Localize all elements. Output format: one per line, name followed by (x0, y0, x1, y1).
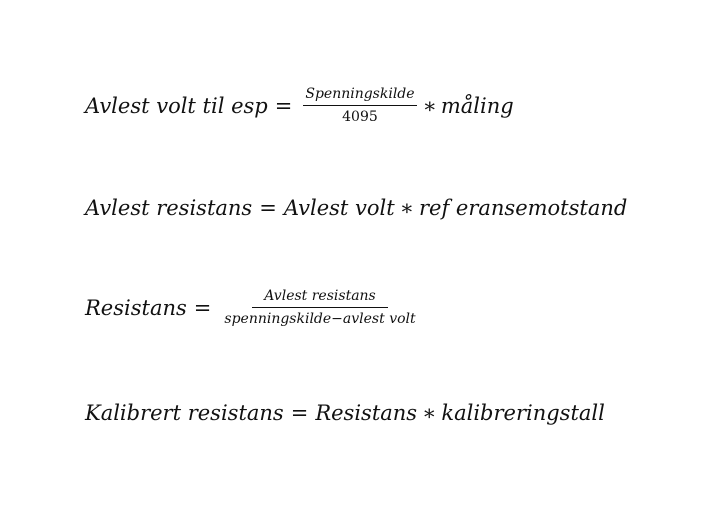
eq4-multiply: ∗ (422, 401, 437, 425)
eq4-equals: = (290, 401, 309, 425)
eq1-fraction: Spenningskilde 4095 (303, 86, 417, 125)
eq3-numerator: Avlest resistans (252, 288, 388, 308)
eq1-lhs: Avlest volt til esp (85, 93, 268, 118)
eq1-multiply: ∗ (422, 93, 437, 118)
eq3-fraction: Avlest resistans spenningskilde−avlest v… (222, 288, 417, 327)
equation-volt-to-esp: Avlest volt til esp = Spenningskilde 409… (85, 86, 514, 125)
equation-calibrated-resistance: Kalibrert resistans = Resistans ∗ kalibr… (85, 401, 605, 425)
eq2-rhs-a: Avlest volt (283, 196, 395, 220)
eq2-lhs: Avlest resistans (85, 196, 253, 220)
eq3-denominator: spenningskilde−avlest volt (224, 311, 416, 327)
eq4-rhs-a: Resistans (315, 401, 418, 425)
eq1-numerator: Spenningskilde (303, 86, 417, 106)
eq2-multiply: ∗ (399, 196, 414, 220)
eq3-equals: = (193, 295, 212, 320)
eq3-lhs: Resistans (85, 295, 187, 320)
eq1-factor: måling (440, 93, 514, 118)
eq1-equals: = (274, 93, 293, 118)
eq4-lhs: Kalibrert resistans (85, 401, 284, 425)
eq2-rhs-b: ref eransemotstand (419, 196, 628, 220)
eq4-rhs-b: kalibreringstall (441, 401, 605, 425)
eq2-equals: = (259, 196, 277, 220)
equation-read-resistance: Avlest resistans = Avlest volt ∗ ref era… (85, 196, 627, 220)
equation-resistance: Resistans = Avlest resistans spenningski… (85, 288, 422, 327)
eq1-denominator: 4095 (342, 109, 378, 125)
